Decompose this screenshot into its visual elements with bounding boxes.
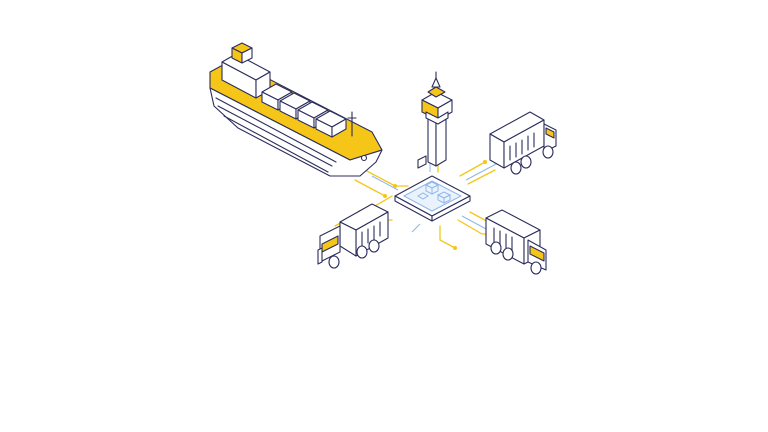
cargo-ship-icon — [209, 42, 383, 177]
ship-containers — [261, 83, 347, 138]
truck-icon — [317, 203, 389, 269]
central-hub-icon — [394, 175, 471, 222]
truck-icon — [489, 111, 557, 175]
truck-icon — [485, 209, 547, 275]
control-tower-icon — [417, 71, 453, 169]
